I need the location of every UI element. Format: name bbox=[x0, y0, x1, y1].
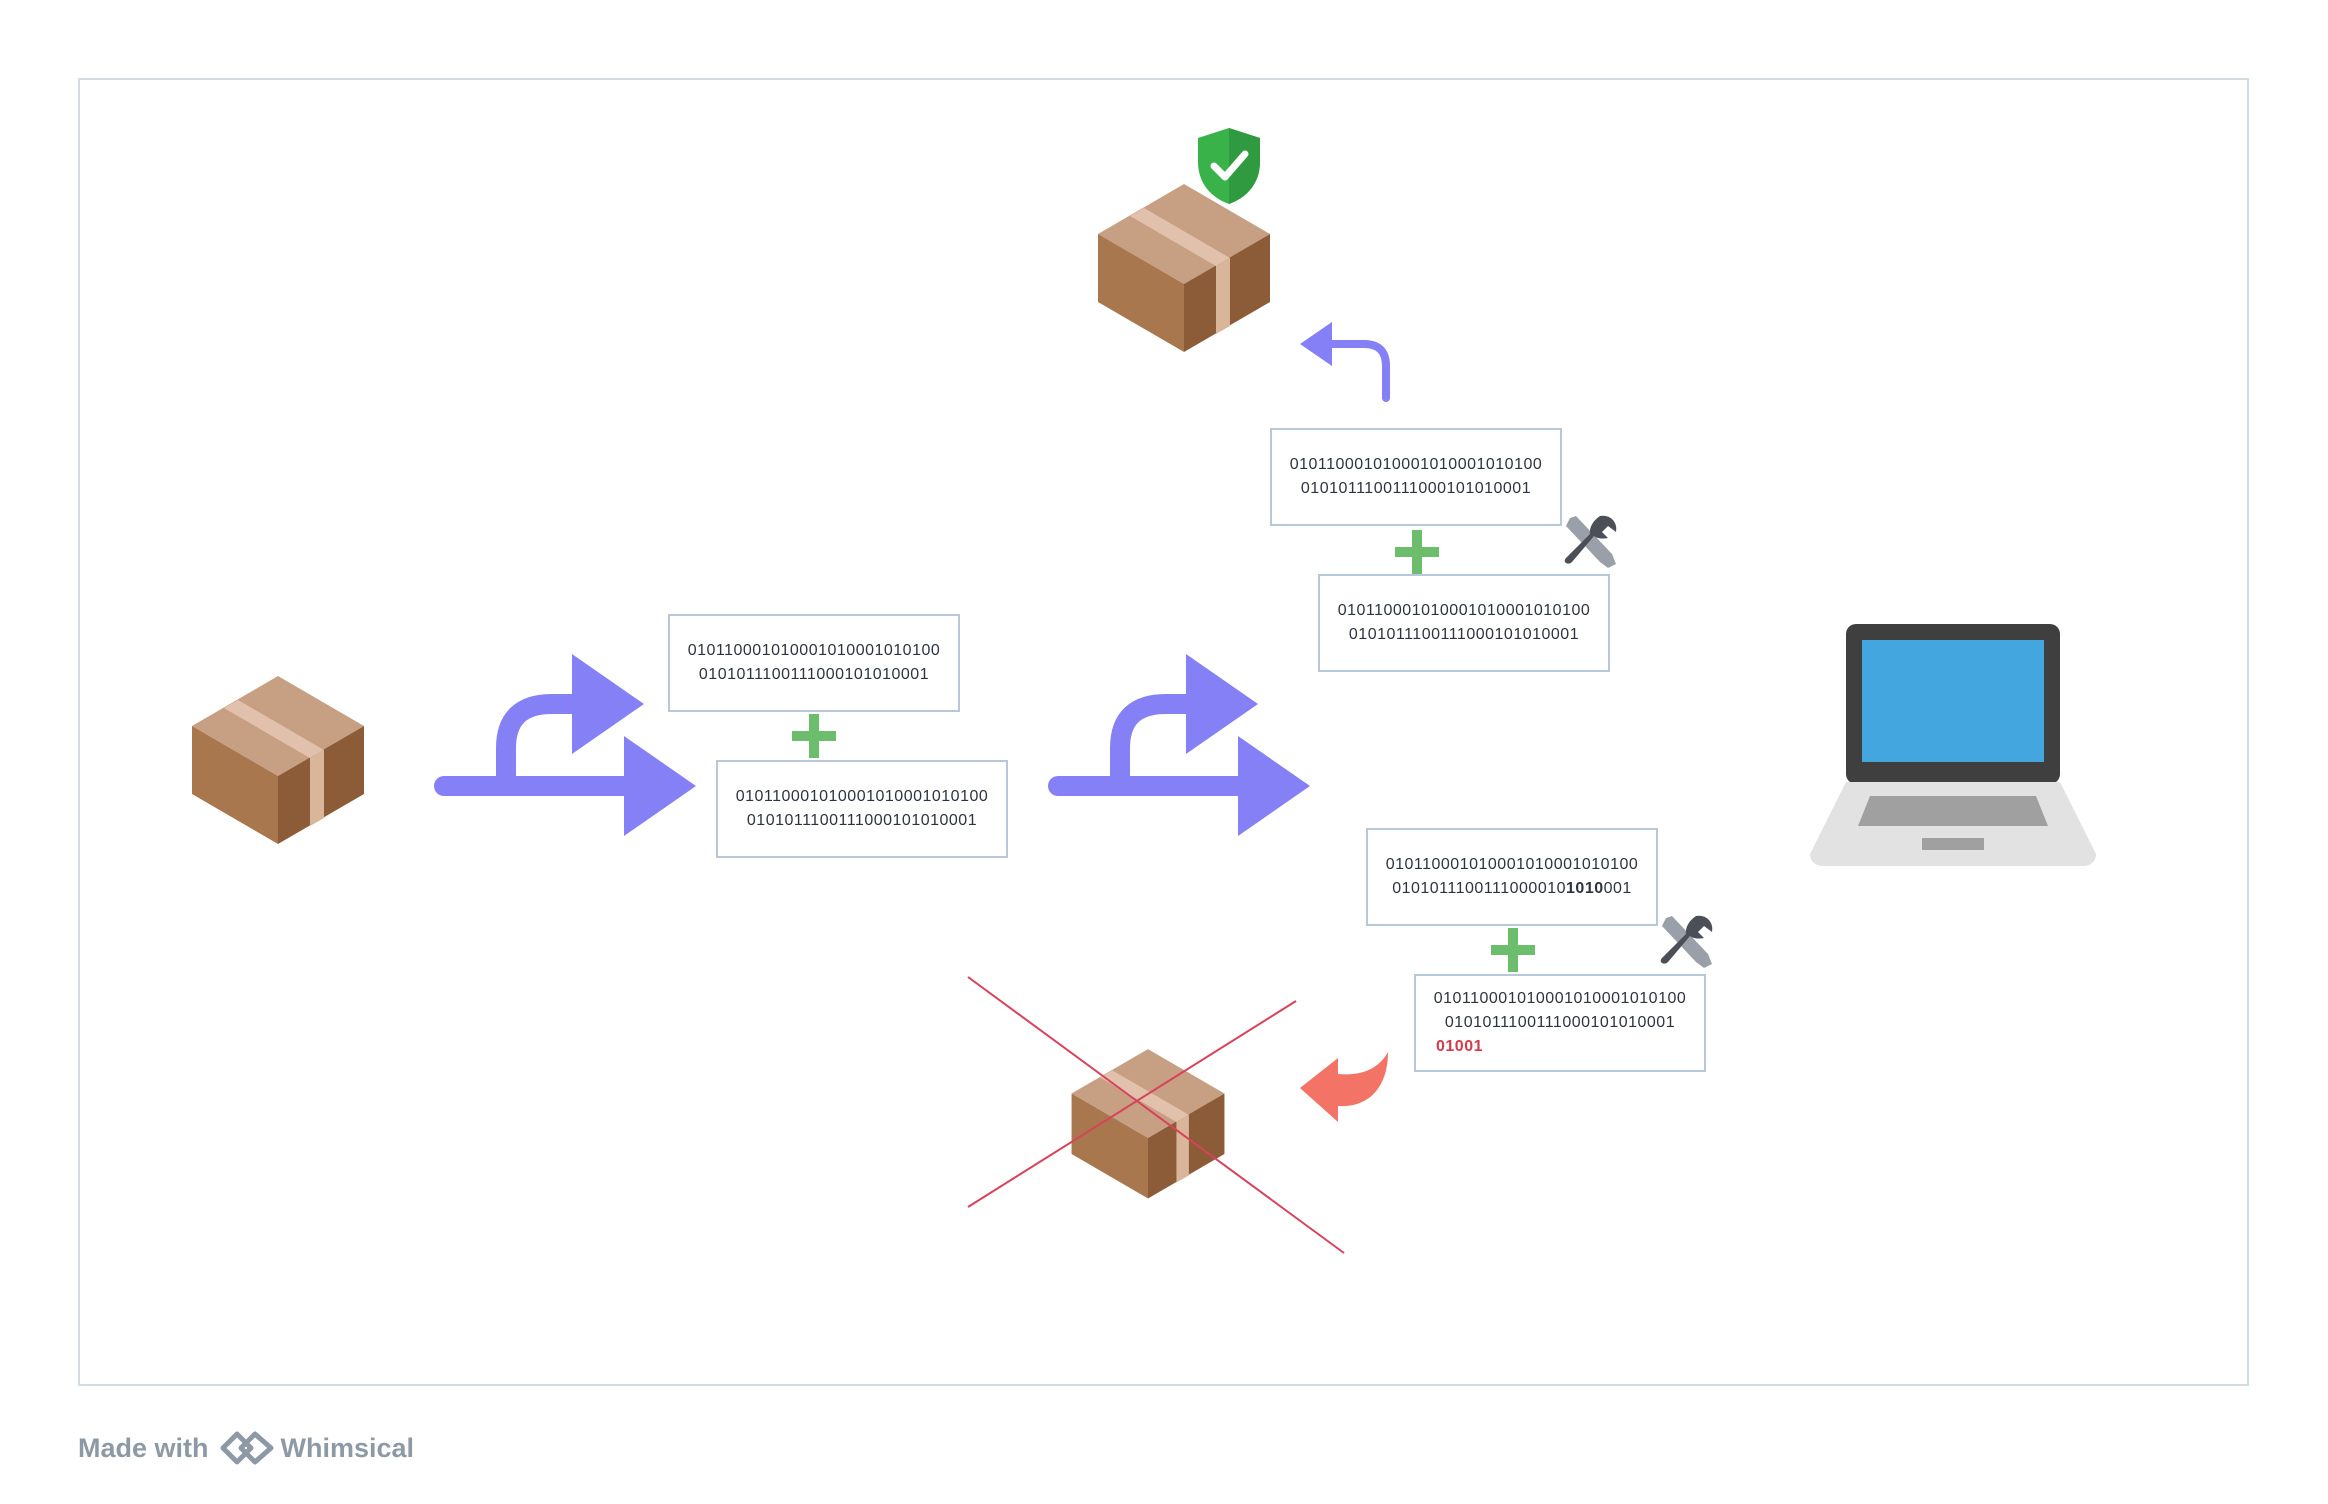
binary-line: 010110001010001010001010100 bbox=[1433, 990, 1687, 1007]
made-with-whimsical-badge[interactable]: Made with Whimsical bbox=[78, 1428, 414, 1468]
brand-name: Whimsical bbox=[280, 1432, 415, 1463]
curved-back-arrow-icon bbox=[1300, 1052, 1388, 1122]
tools-icon bbox=[1564, 515, 1617, 568]
package-icon bbox=[188, 668, 368, 848]
diagram-frame bbox=[78, 78, 2249, 1386]
binary-line: 0101011100111000101010001 bbox=[746, 812, 978, 829]
turn-left-arrow-icon bbox=[1300, 322, 1390, 402]
split-arrow-icon bbox=[434, 654, 696, 836]
binary-line: 0101011100111000101010001 bbox=[698, 666, 930, 683]
binary-line: 010110001010001010001010100 bbox=[735, 788, 989, 805]
binary-line: 010110001010001010001010100 bbox=[687, 642, 941, 659]
plus-icon bbox=[1491, 928, 1535, 972]
binary-block: 010110001010001010001010100 010101110011… bbox=[716, 760, 1008, 858]
binary-block: 010110001010001010001010100 010101110011… bbox=[1270, 428, 1562, 526]
whimsical-logo-icon bbox=[220, 1431, 274, 1465]
binary-line: 010110001010001010001010100 bbox=[1385, 856, 1639, 873]
binary-block-corrupted: 010110001010001010001010100 010101110011… bbox=[1414, 974, 1706, 1072]
split-arrow-icon bbox=[1048, 654, 1310, 836]
shield-check-icon bbox=[1198, 128, 1260, 204]
plus-icon bbox=[792, 714, 836, 758]
modified-bits: 1010 bbox=[1566, 880, 1604, 897]
binary-line: 010110001010001010001010100 bbox=[1337, 602, 1591, 619]
binary-line: 010110001010001010001010100 bbox=[1289, 456, 1543, 473]
made-with-label: Made with bbox=[78, 1432, 209, 1463]
binary-block-modified: 010110001010001010001010100 010101110011… bbox=[1366, 828, 1658, 926]
binary-line: 0101011100111000101010001 bbox=[1444, 1014, 1676, 1031]
laptop-icon bbox=[1810, 624, 2096, 866]
plus-icon bbox=[1395, 530, 1439, 574]
binary-block: 010110001010001010001010100 010101110011… bbox=[1318, 574, 1610, 672]
binary-block: 010110001010001010001010100 010101110011… bbox=[668, 614, 960, 712]
cross-mark-icon bbox=[967, 976, 1345, 1254]
binary-line: 01010111001110000101010001 bbox=[1392, 880, 1632, 897]
binary-line: 0101011100111000101010001 bbox=[1348, 626, 1580, 643]
binary-line: 0101011100111000101010001 bbox=[1300, 480, 1532, 497]
tools-icon bbox=[1660, 915, 1713, 968]
extra-bits: 01001 bbox=[1436, 1038, 1483, 1055]
